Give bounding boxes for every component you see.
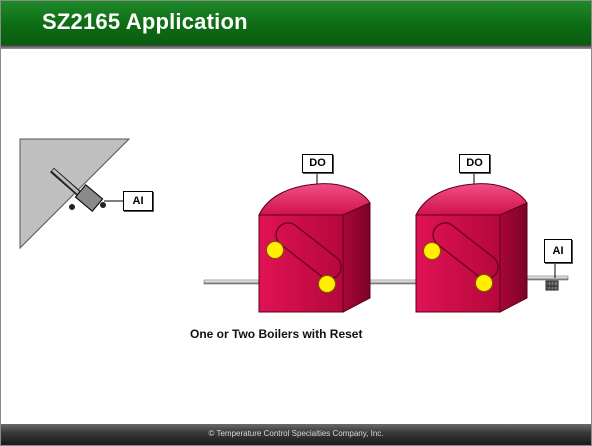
footer-bar: © Temperature Control Specialties Compan… — [1, 424, 591, 445]
boiler-1-indicator-upper — [266, 241, 284, 259]
outdoor-sensor-ai-label: AI — [123, 191, 153, 211]
slide-title: SZ2165 Application — [42, 9, 248, 34]
supply-sensor-icon — [545, 262, 559, 291]
boiler-1-do-label: DO — [302, 154, 333, 173]
outdoor-sensor-icon — [50, 167, 124, 213]
boiler-2-indicator-lower — [475, 274, 493, 292]
title-bar: SZ2165 Application — [1, 1, 591, 49]
copyright-text: © Temperature Control Specialties Compan… — [208, 429, 384, 438]
diagram-caption: One or Two Boilers with Reset — [190, 327, 363, 341]
boiler-2 — [415, 171, 528, 313]
boiler-2-indicator-upper — [423, 242, 441, 260]
boiler-2-do-label: DO — [459, 154, 490, 173]
boiler-1-indicator-lower — [318, 275, 336, 293]
boiler-1 — [258, 171, 371, 313]
title-underline — [1, 45, 591, 49]
supply-sensor-ai-label: AI — [544, 239, 572, 263]
supply-pipe-left — [203, 279, 261, 285]
